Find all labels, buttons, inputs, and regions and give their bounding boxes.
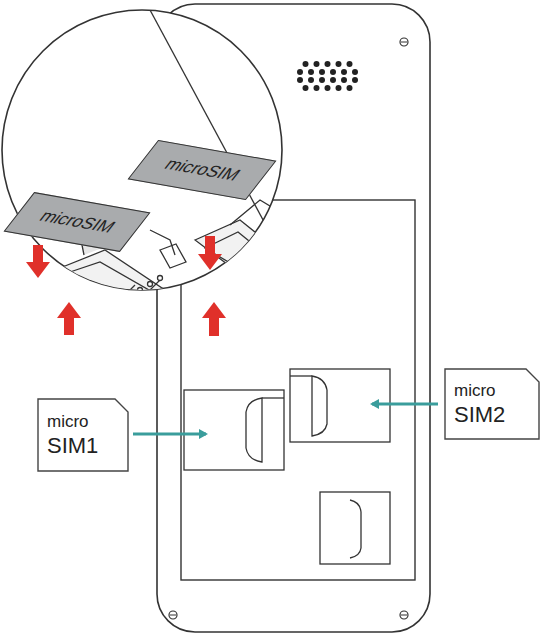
microsim-card: microSIM (4, 192, 151, 252)
sim2-pointer (372, 403, 438, 406)
sim-name: SIM2 (454, 401, 505, 429)
battery-compartment (181, 200, 415, 580)
sim-label: microSIM2 (444, 368, 540, 440)
label-prefix: micro (47, 411, 89, 432)
sim-holders (0, 10, 290, 335)
card-slot (320, 492, 390, 564)
card-label: microSIM (160, 155, 245, 185)
sim-label: microSIM1 (37, 398, 129, 472)
label-prefix: micro (454, 380, 496, 401)
microsim-card: microSIM (128, 140, 277, 200)
sim1-pointer (133, 433, 206, 436)
sim-name: SIM1 (47, 432, 98, 460)
sim1-slot (184, 390, 284, 470)
card-label: microSIM (35, 207, 120, 237)
speaker-grille (297, 61, 358, 91)
insert-arrows (26, 236, 226, 336)
